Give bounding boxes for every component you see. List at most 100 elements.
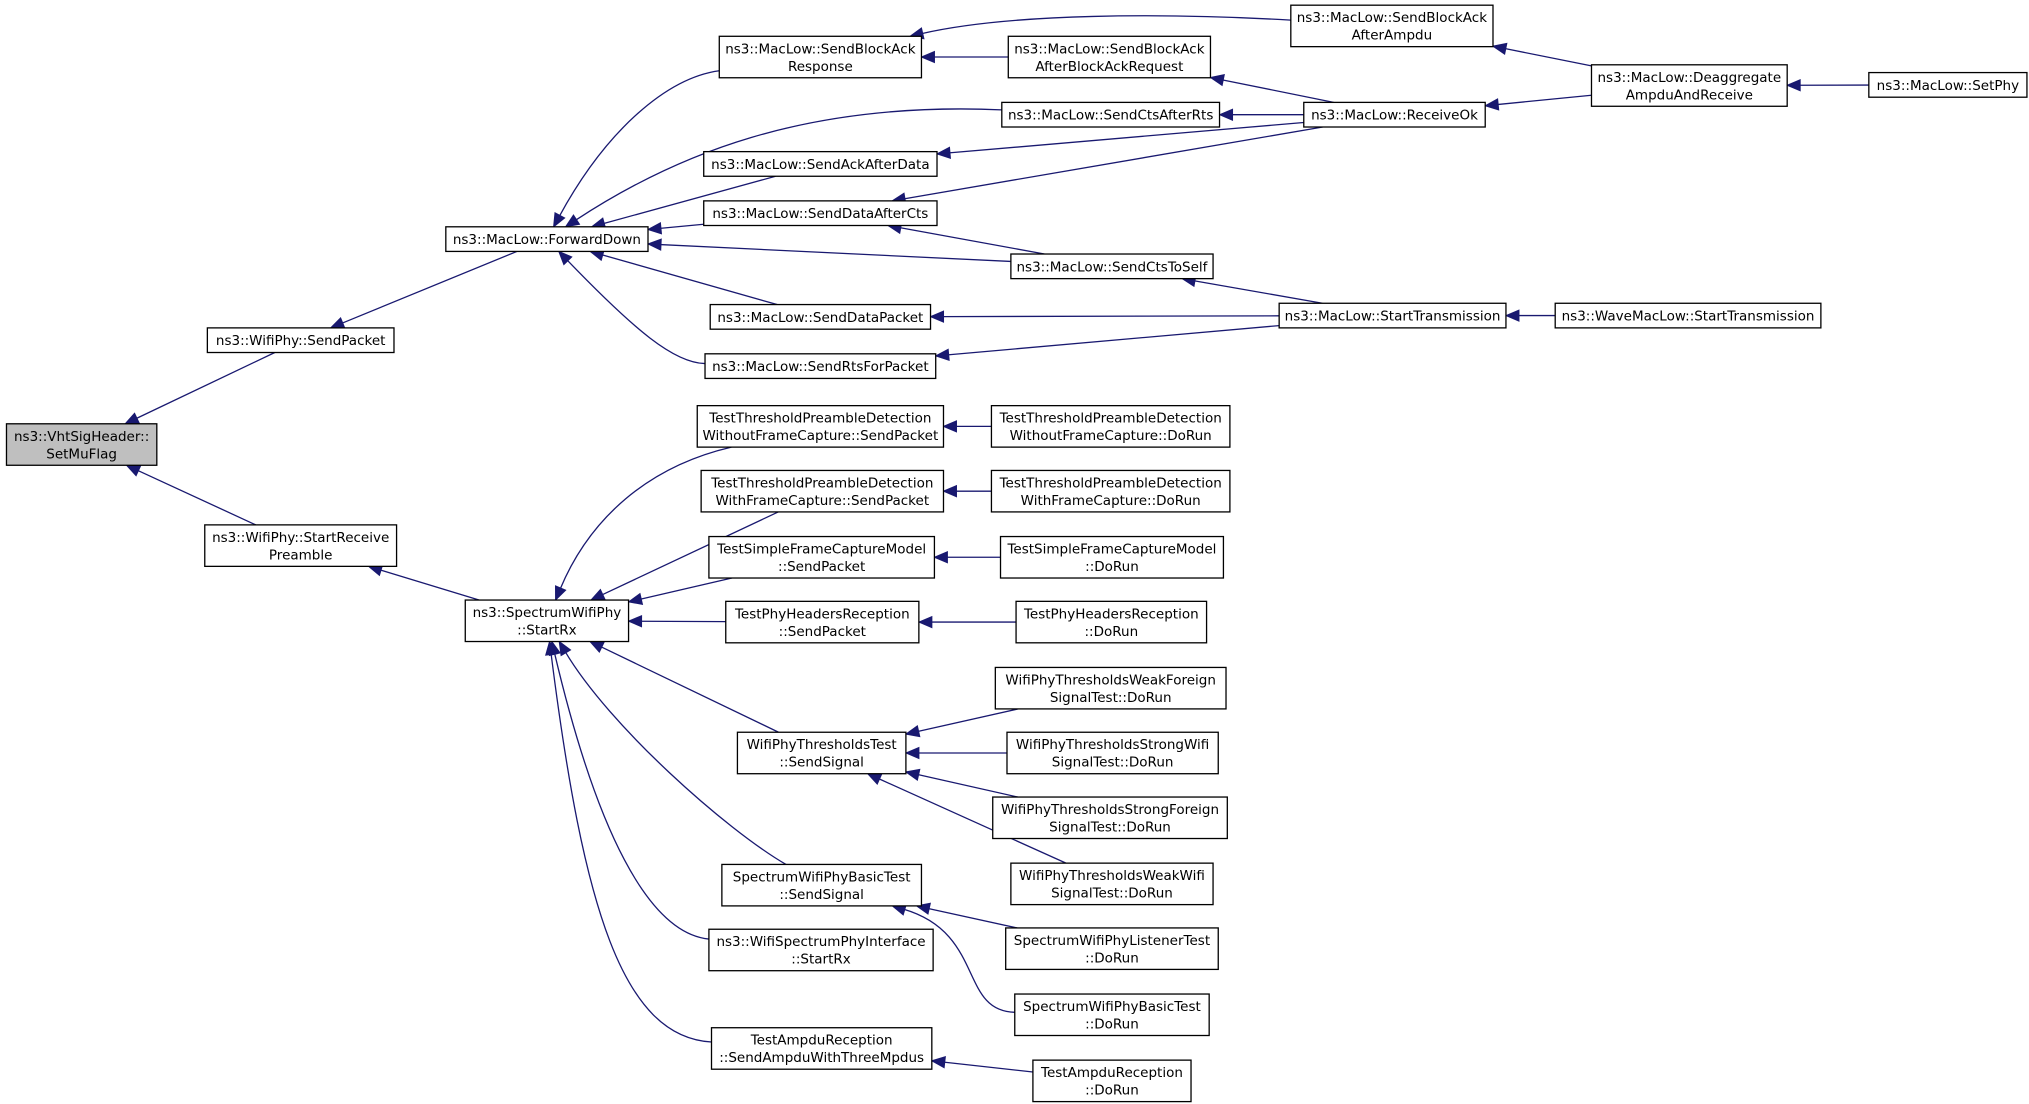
- node-tphr-dr[interactable]: TestPhyHeadersReception::DoRun: [1015, 600, 1208, 644]
- node-label: ns3::MacLow::SetPhy: [1877, 78, 2019, 94]
- node-label: ns3::MacLow::SendCtsAfterRts: [1008, 108, 1213, 124]
- node-label: TestPhyHeadersReception: [734, 606, 910, 622]
- arrowhead: [934, 348, 950, 361]
- node-box: [1290, 4, 1494, 48]
- node-swpbt-ss[interactable]: SpectrumWifiPhyBasicTest::SendSignal: [721, 863, 923, 907]
- node-box: [464, 599, 630, 643]
- arrowhead: [646, 222, 663, 235]
- edge-line: [600, 646, 779, 733]
- node-tar-dr[interactable]: TestAmpduReception::DoRun: [1032, 1059, 1192, 1103]
- edge-line: [559, 446, 732, 590]
- node-wptt-ss[interactable]: WifiPhyThresholdsTest::SendSignal: [736, 731, 907, 775]
- edge-line: [917, 708, 1019, 733]
- node-label: ns3::MacLow::ReceiveOk: [1311, 108, 1478, 124]
- node-label: ::SendAmpduWithThreeMpdus: [719, 1050, 924, 1066]
- node-swp-rx[interactable]: ns3::SpectrumWifiPhy::StartRx: [464, 599, 630, 643]
- call-edge-swpbt_ss-to-swp_rx: [558, 640, 787, 865]
- node-label: TestThresholdPreambleDetection: [708, 411, 931, 427]
- node-box: [1278, 302, 1507, 329]
- edge-line: [640, 577, 733, 600]
- node-ml-setphy[interactable]: ns3::MacLow::SetPhy: [1868, 71, 2028, 98]
- call-edge-tsfcm_dr-to-tsfcm_sp: [933, 551, 1001, 564]
- node-box: [1001, 101, 1221, 128]
- edge-line: [137, 469, 257, 526]
- node-ml-sdp[interactable]: ns3::MacLow::SendDataPacket: [709, 303, 932, 330]
- node-label: ns3::MacLow::StartTransmission: [1285, 309, 1501, 325]
- node-ml-scar[interactable]: ns3::MacLow::SendCtsAfterRts: [1001, 101, 1221, 128]
- node-ml-st[interactable]: ns3::MacLow::StartTransmission: [1278, 302, 1507, 329]
- node-label: ns3::MacLow::SendCtsToSelf: [1017, 259, 1209, 275]
- edge-line: [566, 259, 706, 365]
- node-box: [708, 535, 936, 579]
- node-wpt-sf[interactable]: WifiPhyThresholdsStrongForeignSignalTest…: [992, 796, 1228, 840]
- call-edge-ml_setphy-to-ml_dar: [1785, 79, 1869, 92]
- node-wpt-ww[interactable]: WifiPhyThresholdsWeakWifiSignalTest::DoR…: [1010, 862, 1214, 906]
- node-ttpd-w-dr[interactable]: TestThresholdPreambleDetectionWithFrameC…: [990, 469, 1231, 513]
- node-ml-sdac[interactable]: ns3::MacLow::SendDataAfterCts: [703, 200, 938, 227]
- node-box: [1032, 1059, 1192, 1103]
- node-label: WithoutFrameCapture::DoRun: [1010, 428, 1212, 444]
- call-edge-ml_scts-to-ml_fd: [646, 238, 1011, 263]
- node-ml-scts[interactable]: ns3::MacLow::SendCtsToSelf: [1010, 253, 1214, 280]
- node-label: ::DoRun: [1085, 1083, 1139, 1099]
- node-wpt-sw[interactable]: WifiPhyThresholdsStrongWifiSignalTest::D…: [1006, 731, 1219, 775]
- node-label: SetMuFlag: [46, 446, 117, 462]
- node-ttpd-wo-sp[interactable]: TestThresholdPreambleDetectionWithoutFra…: [696, 404, 945, 448]
- edge-line: [947, 324, 1280, 356]
- call-edge-tar_sa-to-swp_rx: [545, 640, 712, 1043]
- node-label: TestAmpduReception: [1040, 1065, 1183, 1081]
- arrowhead: [553, 211, 566, 228]
- node-box: [992, 796, 1228, 840]
- node-wspi-rx[interactable]: ns3::WifiSpectrumPhyInterface::StartRx: [708, 928, 934, 972]
- node-box: [1303, 101, 1486, 128]
- edge-line: [659, 223, 704, 230]
- node-ml-fd[interactable]: ns3::MacLow::ForwardDown: [445, 226, 649, 253]
- node-label: ns3::MacLow::SendDataAfterCts: [712, 206, 928, 222]
- arrowhead: [627, 592, 644, 605]
- call-edge-ttpd_w_dr-to-ttpd_w_sp: [942, 484, 992, 498]
- node-ml-sad[interactable]: ns3::MacLow::SendAckAfterData: [703, 150, 938, 177]
- node-swpbt-dr[interactable]: SpectrumWifiPhyBasicTest::DoRun: [1014, 993, 1210, 1037]
- node-swplt-dr[interactable]: SpectrumWifiPhyListenerTest::DoRun: [1005, 927, 1219, 971]
- node-tsfcm-dr[interactable]: TestSimpleFrameCaptureModel::DoRun: [999, 535, 1225, 579]
- call-edge-ml_dar-to-ml_rok: [1483, 94, 1592, 111]
- node-label: TestSimpleFrameCaptureModel: [716, 542, 926, 558]
- node-tar-sa[interactable]: TestAmpduReception::SendAmpduWithThreeMp…: [710, 1027, 933, 1070]
- call-edge-wpt_sf-to-wptt_ss: [904, 768, 1018, 798]
- node-label: ::DoRun: [1084, 624, 1138, 640]
- node-ml-sbaabar[interactable]: ns3::MacLow::SendBlockAckAfterBlockAckRe…: [1007, 35, 1212, 79]
- node-wpt-wf[interactable]: WifiPhyThresholdsWeakForeignSignalTest::…: [994, 666, 1227, 710]
- node-tsfcm-sp[interactable]: TestSimpleFrameCaptureModel::SendPacket: [708, 535, 936, 579]
- call-edge-ml_rok-to-ml_sdac: [890, 126, 1323, 205]
- call-edge-wspi_rx-to-swp_rx: [548, 640, 709, 940]
- arrowhead: [646, 238, 662, 251]
- node-label: AfterAmpdu: [1352, 28, 1433, 44]
- node-box: [1010, 862, 1214, 906]
- node-vht[interactable]: ns3::VhtSigHeader::SetMuFlag: [5, 423, 158, 466]
- edge-line: [903, 908, 1015, 1013]
- edges: [124, 15, 1869, 1073]
- call-edge-wptt_ss-to-swp_rx: [588, 640, 779, 733]
- node-wml-st[interactable]: ns3::WaveMacLow::StartTransmission: [1554, 302, 1822, 329]
- node-ttpd-w-sp[interactable]: TestThresholdPreambleDetectionWithFrameC…: [700, 469, 945, 513]
- edge-line: [558, 70, 720, 217]
- node-box: [700, 469, 945, 513]
- node-ml-rok[interactable]: ns3::MacLow::ReceiveOk: [1303, 101, 1486, 128]
- node-ttpd-wo-dr[interactable]: TestThresholdPreambleDetectionWithoutFra…: [990, 404, 1231, 448]
- call-edge-ml_sdac-to-ml_fd: [646, 222, 704, 235]
- call-edge-tphr_dr-to-tphr_sp: [917, 615, 1017, 629]
- node-wp-send[interactable]: ns3::WifiPhy::SendPacket: [206, 327, 395, 354]
- node-ml-srfp[interactable]: ns3::MacLow::SendRtsForPacket: [704, 353, 937, 380]
- node-tphr-sp[interactable]: TestPhyHeadersReception::SendPacket: [725, 600, 920, 644]
- node-label: ::StartRx: [517, 623, 576, 639]
- node-box: [206, 327, 395, 354]
- call-edge-ml_srfp-to-ml_fd: [557, 250, 706, 365]
- arrowhead: [627, 614, 643, 628]
- arrowhead: [920, 50, 935, 64]
- node-box: [1554, 302, 1822, 329]
